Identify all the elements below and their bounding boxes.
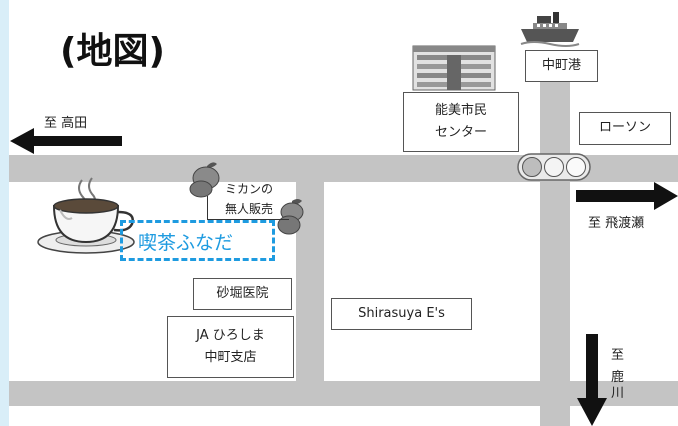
building-icon xyxy=(412,45,496,91)
port-label: 中町港 xyxy=(525,50,598,82)
south-direction-char1: 至 xyxy=(611,348,625,363)
ja-branch-line1: JA ひろしま xyxy=(196,327,265,343)
south-arrow-icon xyxy=(577,334,607,426)
east-arrow-icon xyxy=(576,182,678,210)
shirasuya-label: Shirasuya E's xyxy=(331,298,472,330)
community-center-label: 能美市民 センター xyxy=(403,92,519,152)
east-direction-label: 至 飛渡瀬 xyxy=(588,216,645,231)
west-arrow-icon xyxy=(10,128,122,154)
mandarin-orange-icon xyxy=(277,199,304,235)
west-direction-label: 至 高田 xyxy=(44,116,88,131)
coffee-cup-icon xyxy=(37,177,135,254)
community-center-line1: 能美市民 xyxy=(434,102,487,118)
south-direction-char3: 川 xyxy=(611,386,625,401)
mikan-stand-leader-line xyxy=(207,196,208,220)
map-title: (地図) xyxy=(60,31,165,72)
mikan-stand-line2: 無人販売 xyxy=(225,202,274,216)
east-road-vertical xyxy=(540,78,570,426)
mikan-stand-line1: ミカンの xyxy=(225,182,274,196)
traffic-light-icon xyxy=(517,153,591,181)
south-direction-char2: 鹿 xyxy=(611,370,625,385)
clinic-label: 砂堀医院 xyxy=(193,278,292,310)
ja-branch-line2: 中町支店 xyxy=(204,350,257,365)
ship-icon xyxy=(520,12,580,47)
cafe-name: 喫茶ふなだ xyxy=(138,232,234,254)
community-center-line2: センター xyxy=(434,125,487,140)
ja-branch-label: JA ひろしま 中町支店 xyxy=(167,316,294,378)
lawson-label: ローソン xyxy=(579,112,671,145)
cafe-highlight-box xyxy=(120,220,275,261)
mandarin-orange-icon xyxy=(189,162,220,198)
mikan-stand-leader-line xyxy=(207,219,289,220)
left-edge-strip xyxy=(0,0,9,426)
